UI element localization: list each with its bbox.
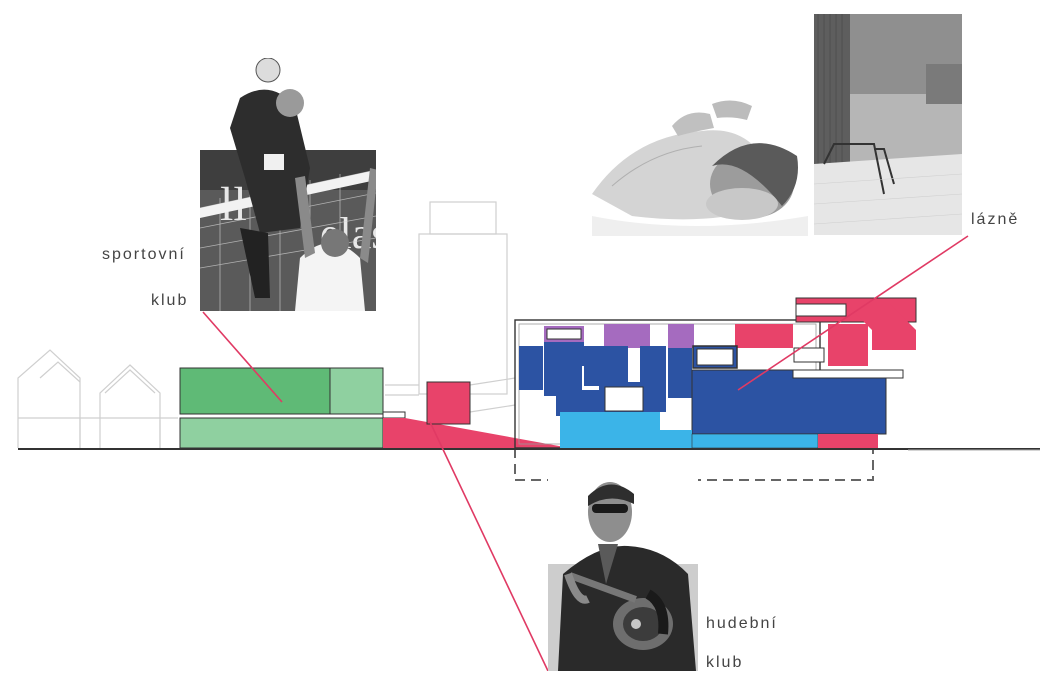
spa-pool-photo: [814, 14, 962, 235]
sport-club-label-line1: sportovní: [102, 246, 186, 263]
pink-tower: [828, 324, 868, 366]
pool-area-2: [691, 433, 819, 449]
music-club-box: [426, 381, 471, 425]
roof-white: [795, 303, 847, 317]
navy-block-7: [668, 348, 692, 398]
guitarist-image: [548, 474, 698, 671]
sport-club-upper-dark: [179, 367, 331, 415]
pink-base: [818, 434, 878, 448]
music-club-label-line1: hudební: [706, 615, 778, 632]
spa-pool-image: [814, 14, 962, 235]
volleyball-players-image: ll elas: [200, 58, 376, 311]
music-club-wedge: [383, 418, 570, 448]
volleyball-photo: ll elas: [200, 58, 376, 311]
room-top-1-inner: [546, 328, 582, 340]
massage-image: [592, 96, 808, 236]
leader-sport: [202, 311, 283, 403]
pool-area: [560, 412, 692, 448]
sport-link-box: [382, 411, 406, 419]
leader-music: [429, 421, 549, 672]
spa-label: lázně: [971, 211, 1020, 228]
music-club-label-line2: klub: [706, 654, 744, 671]
white-window-1: [696, 348, 734, 366]
room-top-4: [735, 324, 793, 348]
sport-club-label-line2: klub: [151, 292, 189, 309]
roof-slope: [846, 304, 916, 350]
neighbour-houses: [17, 349, 178, 448]
massage-photo: [592, 96, 808, 236]
navy-block-5: [556, 390, 606, 416]
navy-block-8: [691, 369, 887, 435]
room-top-3: [668, 324, 694, 348]
navy-block-4: [584, 346, 628, 386]
navy-block-1: [519, 346, 543, 390]
guitarist-photo: [548, 474, 698, 671]
tower-outline: [385, 201, 516, 413]
sport-club-lower: [179, 417, 384, 449]
terrace-bar: [792, 369, 904, 379]
navy-block-2: [544, 342, 584, 366]
small-window: [793, 347, 825, 363]
room-top-2: [604, 324, 650, 348]
leader-spa: [737, 235, 969, 391]
sport-club-upper-light: [329, 367, 384, 415]
white-window-2: [604, 386, 644, 412]
